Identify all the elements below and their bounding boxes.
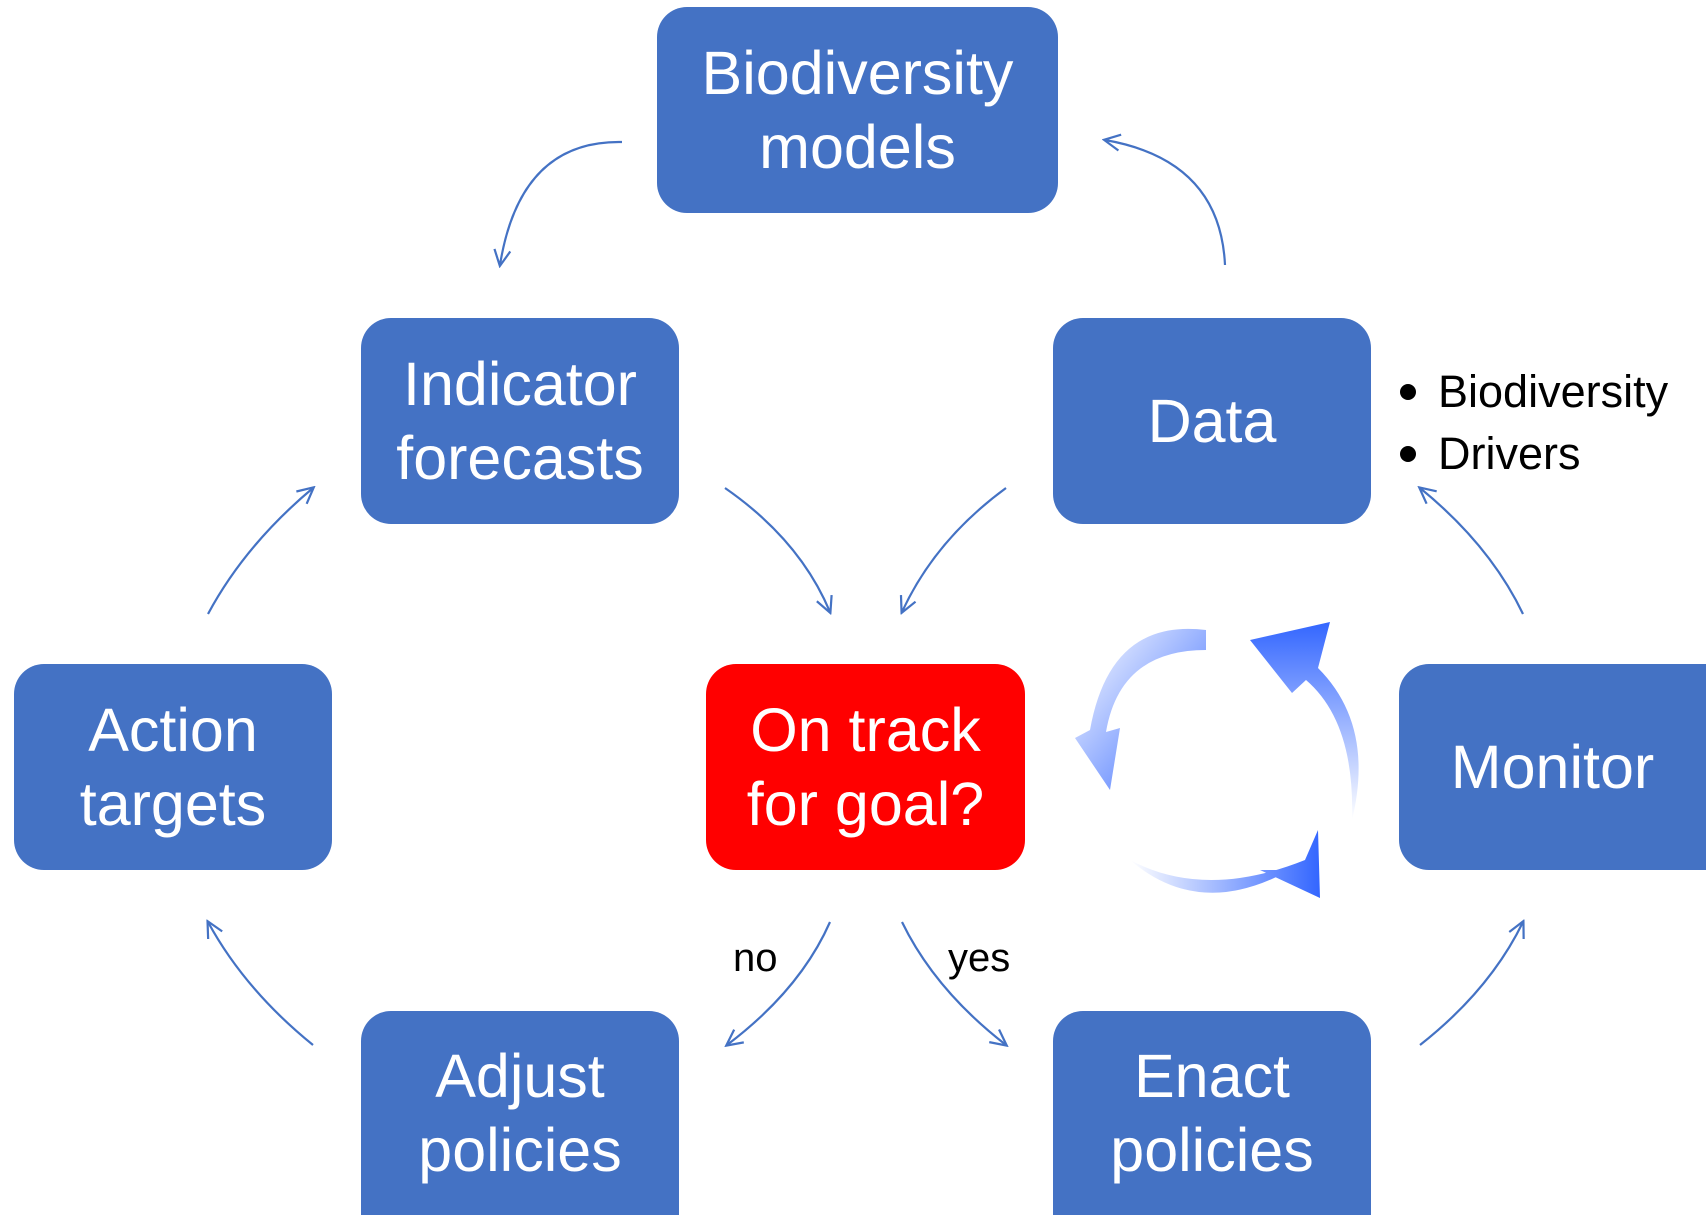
- arrow-forecasts-to-ontrack: [724, 487, 830, 612]
- box-adjust-policies: Adjust policies: [361, 1011, 679, 1215]
- arrow-models-to-forecasts: [500, 140, 623, 265]
- bullet-item: Biodiversity: [1396, 361, 1668, 423]
- branch-label-no: no: [733, 936, 778, 980]
- arrow-monitor-to-data: [1420, 488, 1524, 615]
- cycle-arrows-icon: [1075, 622, 1359, 898]
- bullet-item: Drivers: [1396, 423, 1668, 485]
- arrow-adjust-to-action: [208, 922, 314, 1046]
- branch-label-yes: yes: [948, 936, 1011, 980]
- box-action-targets: Action targets: [14, 664, 332, 870]
- arrow-action-to-forecasts: [207, 488, 313, 615]
- box-monitor: Monitor: [1399, 664, 1706, 870]
- arrow-data-to-ontrack: [902, 487, 1007, 612]
- data-bullet-list: Biodiversity Drivers: [1396, 361, 1668, 485]
- arrow-ontrack-yes: [901, 921, 1006, 1045]
- box-data: Data: [1053, 318, 1371, 524]
- box-enact-policies: Enact policies: [1053, 1011, 1371, 1215]
- box-biodiversity-models: Biodiversity models: [657, 7, 1058, 213]
- box-on-track-decision: On track for goal?: [706, 664, 1025, 870]
- arrow-enact-to-monitor: [1419, 922, 1523, 1046]
- box-indicator-forecasts: Indicator forecasts: [361, 318, 679, 524]
- arrow-ontrack-no: [727, 921, 832, 1045]
- arrow-data-to-models: [1105, 140, 1227, 266]
